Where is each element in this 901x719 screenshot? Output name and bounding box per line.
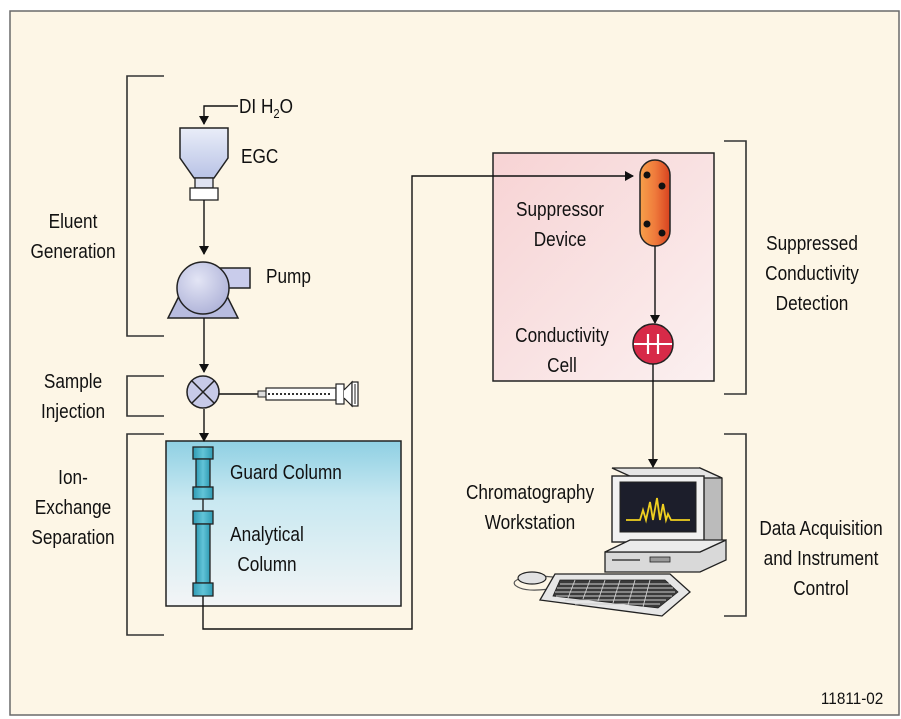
guard-column-label: Guard Column xyxy=(230,462,342,484)
di-water-arrow xyxy=(199,105,238,125)
computer-workstation-icon xyxy=(513,466,727,617)
figure-number: 11811-02 xyxy=(820,689,883,708)
guard-column-icon xyxy=(192,446,214,500)
di-water-label: DI H2O xyxy=(239,96,294,121)
suppressor-device-icon xyxy=(639,159,671,247)
analytical-column-icon xyxy=(192,510,214,597)
sample-injection-bracket xyxy=(126,375,164,417)
pump-icon xyxy=(166,261,251,319)
detection-box xyxy=(492,152,715,382)
injection-valve-icon xyxy=(186,375,220,409)
diagram-frame xyxy=(9,10,900,716)
eluent-generation-bracket xyxy=(126,75,164,337)
pump-label: Pump xyxy=(266,266,311,288)
egc-cartridge-icon xyxy=(179,127,229,201)
data-acquisition-bracket xyxy=(724,433,747,617)
syringe-icon xyxy=(257,380,359,408)
egc-label: EGC xyxy=(241,146,279,168)
detection-bracket xyxy=(724,140,747,395)
ion-exchange-bracket xyxy=(126,433,164,636)
chromatogram-trace xyxy=(626,497,690,524)
column-to-suppressor-line xyxy=(202,171,634,630)
conductivity-cell-icon xyxy=(632,323,674,365)
